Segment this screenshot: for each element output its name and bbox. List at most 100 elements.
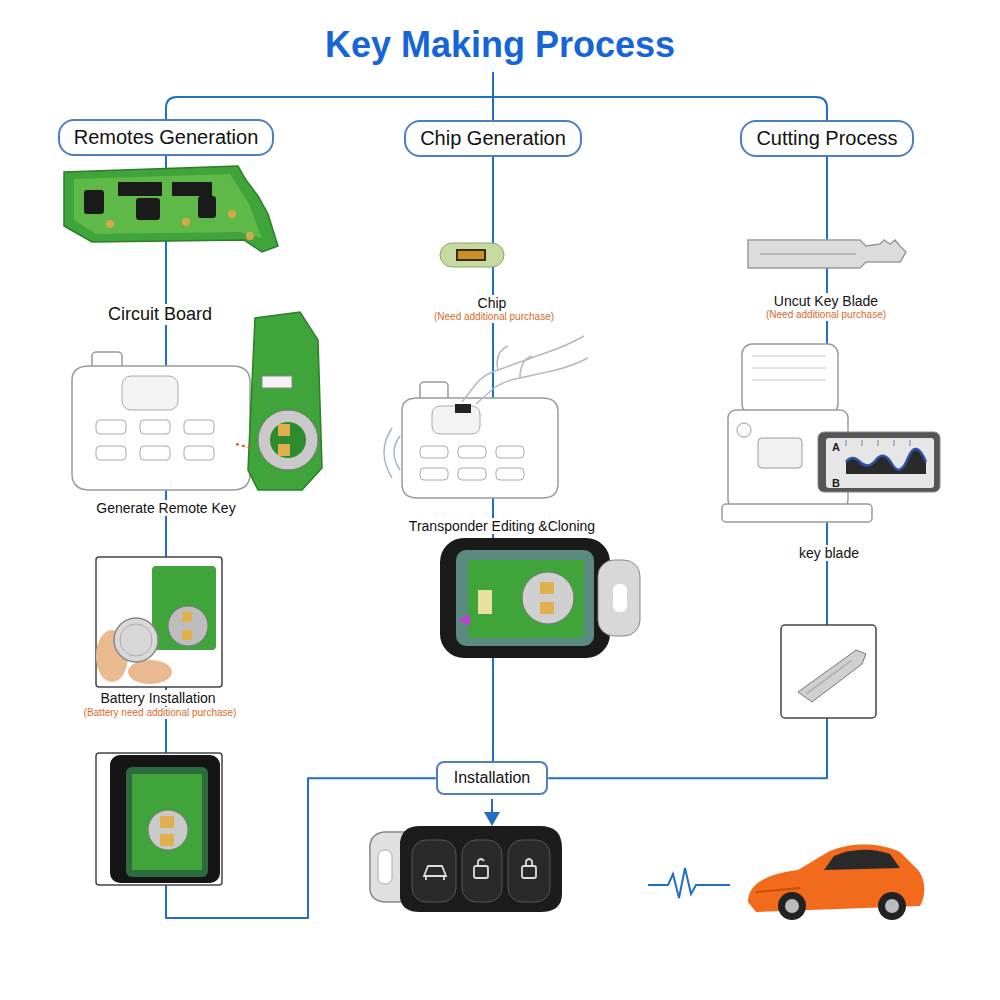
remote-shell bbox=[478, 590, 492, 614]
circuit-board bbox=[64, 166, 278, 252]
uncut-key-blade bbox=[760, 253, 856, 255]
flip-key bbox=[412, 840, 456, 902]
signal-wave bbox=[648, 868, 730, 898]
flip-key bbox=[474, 866, 488, 878]
key-cutting-machine bbox=[846, 440, 910, 446]
key-programmer bbox=[96, 446, 126, 460]
flip-key bbox=[478, 859, 484, 866]
step-caption: Transponder Editing &Cloning bbox=[406, 518, 598, 534]
key-blade-photo bbox=[781, 625, 876, 718]
flip-key bbox=[522, 866, 536, 878]
uncut-key-blade bbox=[748, 240, 906, 268]
remote-shell bbox=[613, 584, 627, 612]
key-photo bbox=[160, 816, 174, 828]
purchase-note: (Battery need additional purchase) bbox=[81, 707, 240, 719]
circuit-board bbox=[136, 198, 160, 220]
key-programmer bbox=[184, 446, 214, 460]
key-programmer bbox=[420, 446, 448, 458]
circuit-board bbox=[278, 444, 290, 456]
circuit-board bbox=[64, 166, 278, 252]
install-arrow bbox=[484, 799, 500, 826]
car-icon bbox=[748, 845, 924, 921]
key-photo bbox=[132, 774, 202, 870]
key-blade-photo bbox=[806, 660, 852, 694]
flip-key bbox=[400, 826, 562, 912]
key-programmer bbox=[72, 366, 250, 490]
key-programmer bbox=[96, 420, 126, 434]
transponder-chip bbox=[458, 251, 484, 259]
purchase-note: (Need additional purchase) bbox=[763, 309, 889, 321]
key-programmer bbox=[455, 404, 471, 413]
circuit-board bbox=[172, 182, 212, 196]
circuit-board bbox=[248, 312, 322, 490]
battery-photo bbox=[182, 630, 192, 640]
axis-letter: A bbox=[829, 441, 843, 454]
battery-photo bbox=[128, 660, 172, 684]
circuit-board bbox=[182, 218, 190, 226]
circuit-board bbox=[236, 312, 322, 490]
key-programmer bbox=[458, 468, 486, 480]
battery-photo bbox=[120, 624, 152, 656]
node-label: Cutting Process bbox=[756, 127, 897, 150]
battery-photo bbox=[114, 618, 158, 662]
key-cutting-machine bbox=[722, 344, 940, 522]
circuit-board bbox=[228, 210, 236, 218]
flip-key bbox=[508, 840, 550, 902]
step-caption: Chip bbox=[475, 295, 510, 311]
key-cutting-machine bbox=[758, 438, 802, 468]
battery-photo bbox=[168, 606, 208, 646]
circuit-board bbox=[236, 444, 252, 448]
key-programmer bbox=[496, 468, 524, 480]
uncut-key-blade bbox=[748, 240, 906, 268]
remote-shell bbox=[458, 614, 470, 626]
stage-header: Chip Generation bbox=[404, 120, 582, 157]
transponder-chip bbox=[440, 243, 504, 267]
flip-key bbox=[370, 826, 562, 912]
key-cutting-machine bbox=[752, 356, 826, 380]
title-bracket bbox=[166, 72, 827, 122]
battery-photo bbox=[182, 612, 192, 622]
key-cutting-machine bbox=[737, 423, 751, 437]
transponder-chip bbox=[440, 243, 504, 267]
car-icon bbox=[778, 892, 806, 920]
key-photo bbox=[160, 834, 174, 846]
key-programmer bbox=[122, 376, 178, 410]
key-programmer bbox=[140, 420, 170, 434]
key-programmer bbox=[476, 358, 588, 404]
circuit-board bbox=[84, 190, 104, 214]
connector-group bbox=[166, 156, 827, 918]
remote-shell bbox=[440, 538, 610, 658]
remote-shell bbox=[456, 550, 594, 646]
step-box: Installation bbox=[436, 761, 549, 795]
remote-shell bbox=[540, 582, 554, 594]
circuit-board bbox=[278, 424, 290, 436]
key-programmer bbox=[384, 428, 400, 478]
remote-shell bbox=[598, 560, 640, 636]
car-icon bbox=[785, 899, 799, 913]
key-programmer bbox=[458, 446, 486, 458]
key-programmer bbox=[384, 336, 588, 498]
circuit-board bbox=[198, 196, 216, 218]
key-cutting-machine bbox=[818, 432, 940, 492]
car-icon bbox=[885, 899, 899, 913]
install-arrow bbox=[491, 799, 493, 814]
circuit-board bbox=[74, 174, 262, 238]
step-caption: Circuit Board bbox=[105, 304, 215, 325]
key-programmer bbox=[420, 468, 448, 480]
key-photo bbox=[126, 767, 208, 877]
key-photo bbox=[148, 810, 188, 850]
node-label: Chip Generation bbox=[420, 127, 566, 150]
step-caption: Uncut Key Blade bbox=[771, 293, 881, 309]
install-arrow bbox=[484, 812, 500, 826]
key-photo bbox=[96, 753, 222, 885]
key-cutting-machine bbox=[826, 438, 934, 488]
diagram-title: Key Making Process bbox=[325, 24, 675, 65]
remote-shell bbox=[468, 560, 584, 638]
key-photo bbox=[96, 753, 222, 885]
flip-key bbox=[424, 866, 446, 880]
stage-header: Cutting Process bbox=[740, 120, 913, 157]
axis-letter: B bbox=[829, 477, 843, 490]
key-programmer bbox=[184, 420, 214, 434]
